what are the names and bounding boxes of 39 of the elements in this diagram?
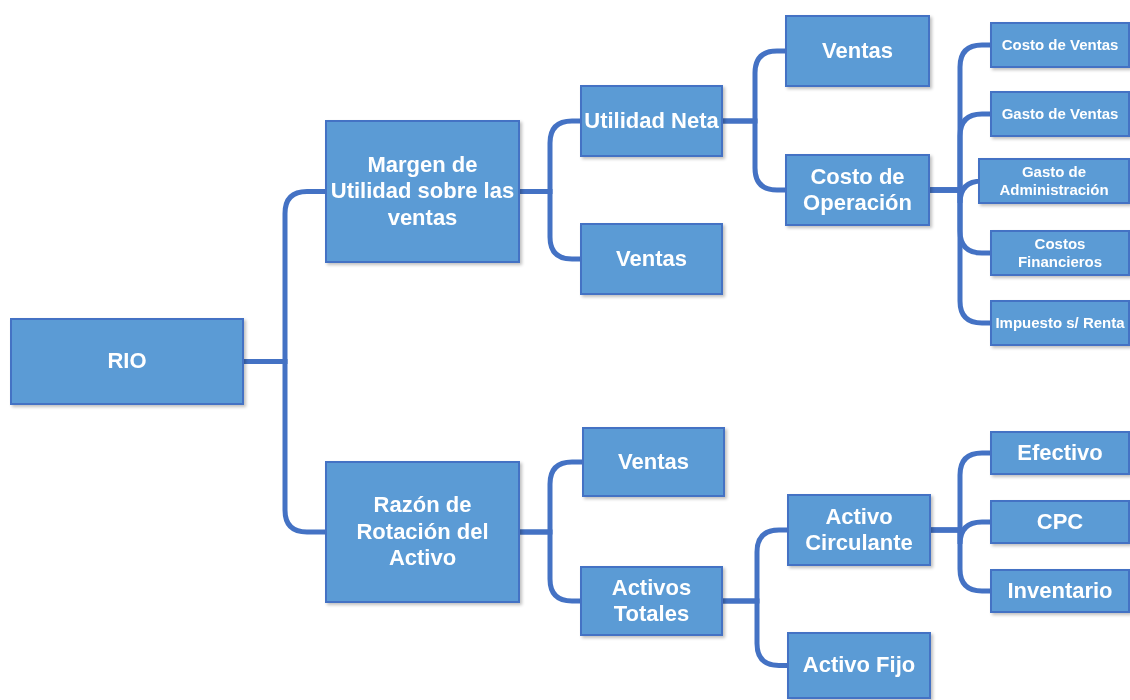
process-box [580,566,723,636]
box-label: Costos Financieros [1016,235,1104,271]
box-label: Efectivo [1017,439,1103,467]
box-label: Activo Circulante [804,503,914,557]
connector-line [244,359,325,535]
box-label: Margen de Utilidad sobre las ventas [329,151,516,232]
process-box [787,632,931,699]
box-label: Gasto de Ventas [1001,105,1119,123]
box-label: Ventas [822,37,893,65]
process-box [785,15,930,87]
box-label: Ventas [618,448,689,476]
box-label: Razón de Rotación del Activo [355,492,490,572]
process-box [582,427,725,497]
box-label: Activos Totales [610,574,693,628]
box-label: Costo de Operación [802,163,913,217]
process-box [990,22,1130,68]
box-label: Inventario [1007,577,1113,605]
process-box [10,318,244,405]
process-box [978,158,1130,204]
box-label: RIO [107,348,147,375]
box-label: Impuesto s/ Renta [995,314,1125,332]
box-label: Ventas [616,245,687,273]
process-box [787,494,931,566]
process-box [580,85,723,157]
process-box [325,120,520,263]
process-box [990,569,1130,613]
process-box [990,500,1130,544]
process-box [990,300,1130,346]
box-label: Gasto de Administración [998,163,1110,199]
process-box [990,230,1130,276]
process-box [990,91,1130,137]
process-box [785,154,930,226]
process-box [325,461,520,603]
box-label: CPC [1036,508,1084,536]
box-label: Costo de Ventas [1001,36,1119,54]
process-box [580,223,723,295]
box-label: Utilidad Neta [584,107,719,135]
box-label: Activo Fijo [802,652,916,679]
process-box [990,431,1130,475]
